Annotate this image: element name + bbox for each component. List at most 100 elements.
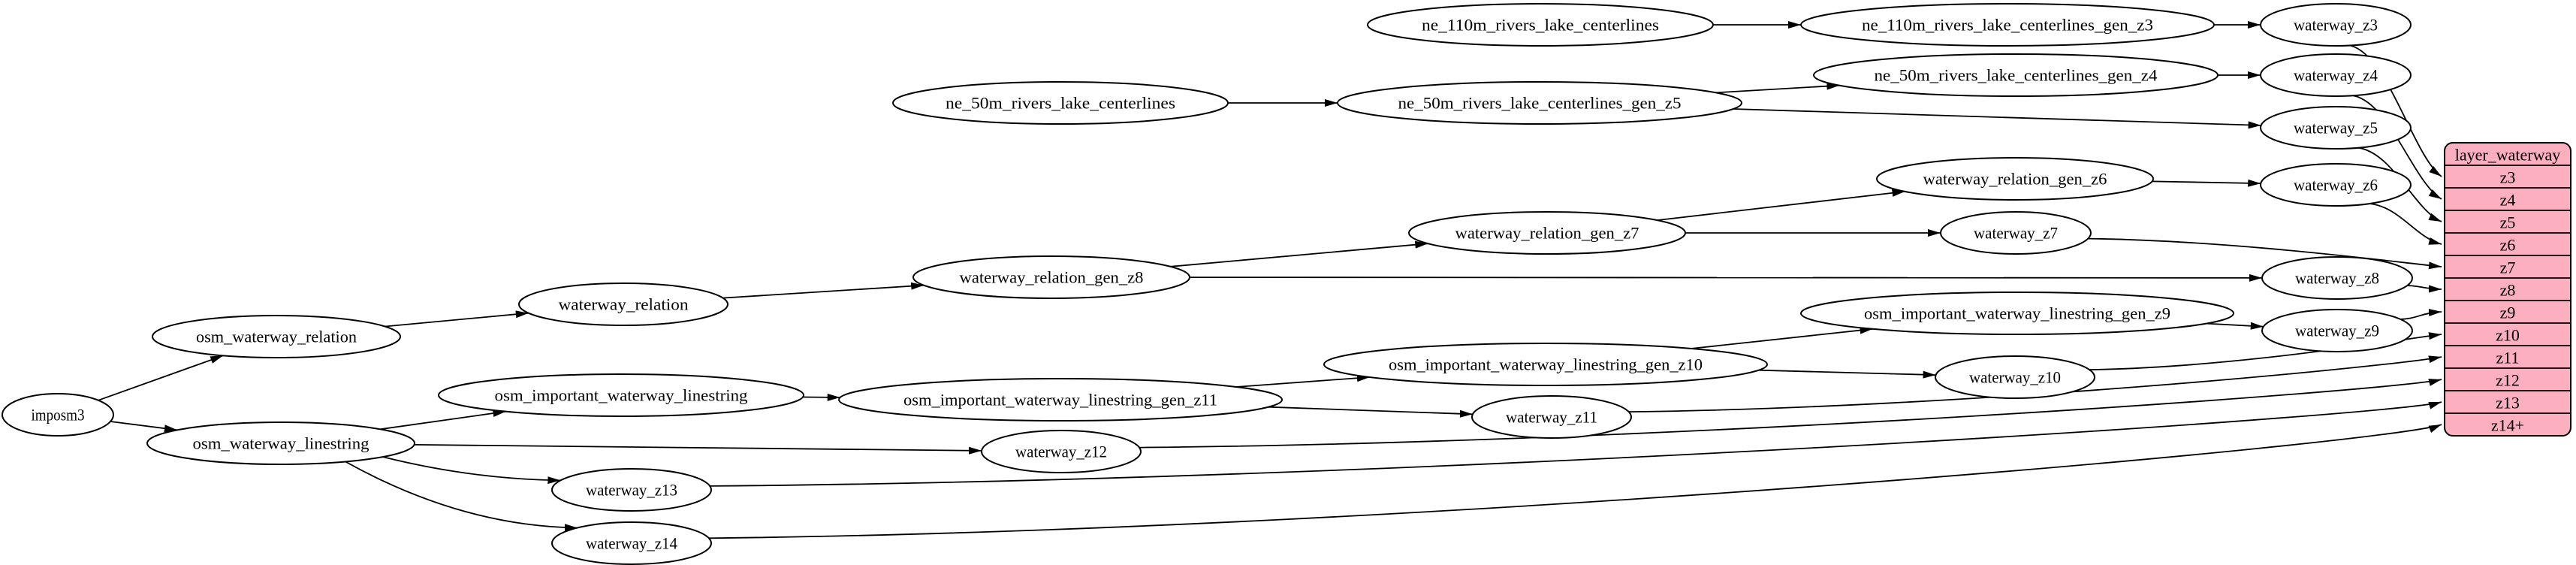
table-row-label: z5 xyxy=(2500,213,2516,232)
table-row-z8: z8 xyxy=(2445,277,2571,300)
node-ellipse xyxy=(2260,3,2412,47)
edge-osm_waterway_linestring--waterway_z13 xyxy=(382,456,561,485)
table-row-label: z4 xyxy=(2500,191,2516,210)
node-waterway_z8: waterway_z8 xyxy=(2261,256,2413,300)
edge-osm_important_waterway_linestring_gen_z9--waterway_z9 xyxy=(2206,322,2264,330)
edge-osm_important_waterway_linestring--osm_important_waterway_linestring_gen_z11 xyxy=(802,393,840,401)
node-waterway_z6: waterway_z6 xyxy=(2260,163,2412,207)
node-waterway_z10: waterway_z10 xyxy=(1935,355,2095,399)
node-ellipse xyxy=(1935,355,2095,399)
edge-imposm3--osm_waterway_linestring xyxy=(110,421,178,433)
table-row-z7: z7 xyxy=(2445,255,2571,277)
node-waterway_z4: waterway_z4 xyxy=(2260,53,2412,97)
node-waterway_z13: waterway_z13 xyxy=(551,468,712,512)
node-label: ne_110m_rivers_lake_centerlines_gen_z3 xyxy=(1862,16,2153,35)
node-label: ne_110m_rivers_lake_centerlines xyxy=(1422,16,1659,35)
node-label: waterway_relation xyxy=(559,295,689,314)
edge-waterway_z13--layer_waterway:z13 xyxy=(710,401,2442,487)
node-label: ne_50m_rivers_lake_centerlines xyxy=(946,94,1175,113)
node-ellipse xyxy=(2,393,114,437)
node-ellipse xyxy=(1813,53,2219,97)
node-label: waterway_relation_gen_z6 xyxy=(1923,170,2107,189)
node-ellipse xyxy=(551,468,712,512)
table-row-label: z14+ xyxy=(2491,416,2524,435)
node-label: waterway_z13 xyxy=(586,481,677,500)
edge-waterway_z4--layer_waterway:z4 xyxy=(2353,95,2442,200)
node-ellipse xyxy=(146,421,415,465)
table-row-label: z9 xyxy=(2500,304,2516,322)
table-row-label: z7 xyxy=(2500,258,2516,277)
table-row-z6: z6 xyxy=(2445,232,2571,255)
node-waterway_relation_gen_z6: waterway_relation_gen_z6 xyxy=(1876,157,2154,201)
edge-waterway_relation--waterway_relation_gen_z8 xyxy=(722,282,925,299)
node-ellipse xyxy=(1408,211,1686,255)
node-label: waterway_z6 xyxy=(2294,176,2378,195)
node-label: waterway_z14 xyxy=(586,534,677,553)
node-ellipse xyxy=(1800,3,2215,47)
node-ne_50m_rivers_lake_centerlines: ne_50m_rivers_lake_centerlines xyxy=(892,81,1229,125)
node-ellipse xyxy=(1367,3,1714,47)
edge-osm_waterway_linestring--waterway_z14 xyxy=(345,461,578,532)
node-osm_waterway_linestring: osm_waterway_linestring xyxy=(146,421,415,465)
node-ellipse xyxy=(2261,309,2413,352)
node-label: ne_50m_rivers_lake_centerlines_gen_z4 xyxy=(1875,66,2158,85)
edge-osm_important_waterway_linestring_gen_z10--waterway_z10 xyxy=(1758,369,1936,379)
node-ellipse xyxy=(1876,157,2154,201)
node-ellipse xyxy=(2260,106,2412,150)
node-label: ne_50m_rivers_lake_centerlines_gen_z5 xyxy=(1398,94,1682,113)
edge-waterway_relation_gen_z8--waterway_z8 xyxy=(1189,273,2263,282)
node-osm_important_waterway_linestring: osm_important_waterway_linestring xyxy=(438,373,804,417)
node-label: waterway_z7 xyxy=(1974,224,2058,243)
node-ne_50m_rivers_lake_centerlines_gen_z4: ne_50m_rivers_lake_centerlines_gen_z4 xyxy=(1813,53,2219,97)
node-waterway_z3: waterway_z3 xyxy=(2260,3,2412,47)
node-osm_important_waterway_linestring_gen_z9: osm_important_waterway_linestring_gen_z9 xyxy=(1800,292,2234,335)
node-waterway_z9: waterway_z9 xyxy=(2261,309,2413,352)
edge-imposm3--osm_waterway_relation xyxy=(98,355,224,401)
node-label: waterway_relation_gen_z8 xyxy=(960,268,1144,287)
node-waterway_relation: waterway_relation xyxy=(518,282,728,326)
node-osm_important_waterway_linestring_gen_z10: osm_important_waterway_linestring_gen_z1… xyxy=(1323,343,1768,386)
edge-waterway_z9--layer_waterway:z9 xyxy=(2400,308,2442,320)
table-outline xyxy=(2444,142,2571,437)
edge-waterway_relation_gen_z6--waterway_z6 xyxy=(2152,179,2261,187)
node-label: osm_important_waterway_linestring_gen_z1… xyxy=(1389,355,1703,374)
edge-ne_50m_rivers_lake_centerlines_gen_z5--waterway_z5 xyxy=(1733,108,2261,129)
edge-waterway_z6--layer_waterway:z6 xyxy=(2369,203,2442,245)
edge-waterway_z3--layer_waterway:z3 xyxy=(2349,44,2442,177)
node-ellipse xyxy=(1471,395,1632,439)
table-row-z3: z3 xyxy=(2445,165,2571,187)
node-label: waterway_z4 xyxy=(2294,66,2378,85)
node-label: waterway_z11 xyxy=(1506,408,1597,427)
node-waterway_z5: waterway_z5 xyxy=(2260,106,2412,150)
table-row-label: z13 xyxy=(2496,394,2520,412)
edge-waterway_relation_gen_z8--waterway_relation_gen_z7 xyxy=(1170,240,1428,267)
node-ellipse xyxy=(2260,53,2412,97)
node-waterway_relation_gen_z8: waterway_relation_gen_z8 xyxy=(912,255,1190,299)
edge-osm_important_waterway_linestring_gen_z11--osm_important_waterway_linestring_gen_z10 xyxy=(1236,374,1370,388)
table-row-z10: z10 xyxy=(2445,322,2571,345)
table-layer: layer_waterwayz3z4z5z6z7z8z9z10z11z12z13… xyxy=(2444,142,2571,437)
edge-waterway_z10--layer_waterway:z10 xyxy=(2089,332,2442,370)
node-ellipse xyxy=(1800,292,2234,335)
table-row-label: z12 xyxy=(2496,371,2520,390)
node-label: waterway_relation_gen_z7 xyxy=(1455,224,1639,243)
table-row-z9: z9 xyxy=(2445,300,2571,322)
node-ellipse xyxy=(1940,211,2092,255)
node-label: osm_important_waterway_linestring_gen_z9 xyxy=(1864,304,2170,323)
node-ellipse xyxy=(551,521,712,565)
node-ellipse xyxy=(981,430,1142,473)
node-imposm3: imposm3 xyxy=(2,393,114,437)
node-ne_110m_rivers_lake_centerlines_gen_z3: ne_110m_rivers_lake_centerlines_gen_z3 xyxy=(1800,3,2215,47)
node-label: osm_important_waterway_linestring_gen_z1… xyxy=(903,391,1217,409)
edge-waterway_z8--layer_waterway:z8 xyxy=(2407,285,2442,293)
node-ellipse xyxy=(438,373,804,417)
edge-waterway_z12--layer_waterway:z12 xyxy=(1139,379,2442,449)
node-ellipse xyxy=(2260,163,2412,207)
node-label: waterway_z3 xyxy=(2294,16,2378,35)
table-title: layer_waterway xyxy=(2455,146,2560,165)
node-ellipse xyxy=(838,378,1283,421)
node-label: osm_important_waterway_linestring xyxy=(495,386,748,405)
node-label: waterway_z10 xyxy=(1969,368,2061,387)
table-row-z5: z5 xyxy=(2445,210,2571,232)
edge-osm_waterway_relation--waterway_relation xyxy=(385,310,529,328)
